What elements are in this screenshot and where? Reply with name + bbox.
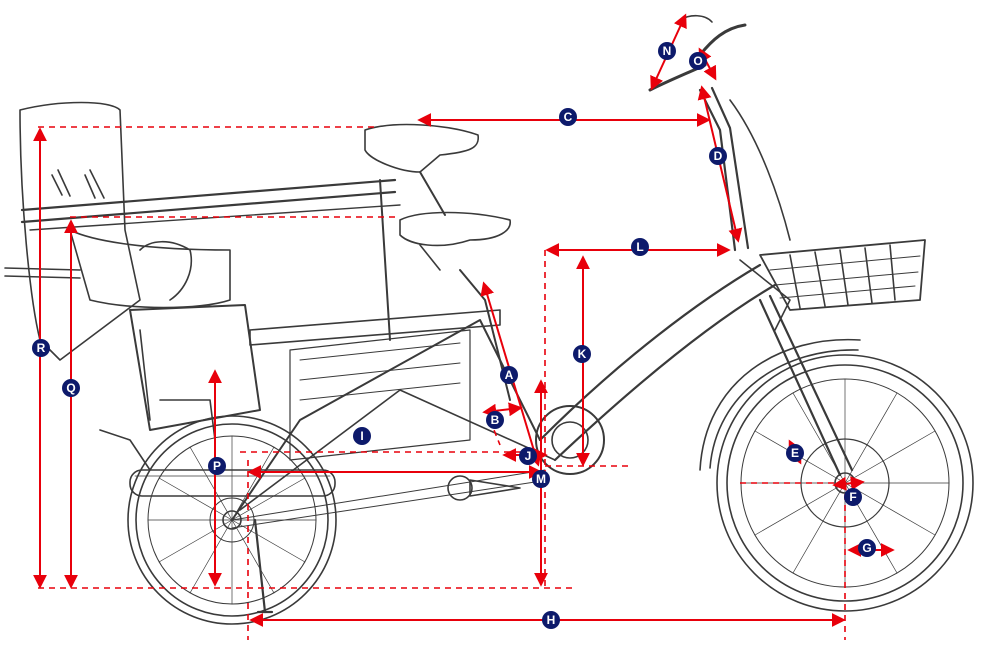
svg-text:R: R: [37, 341, 46, 355]
svg-text:G: G: [862, 541, 871, 555]
badge-d: D: [709, 147, 727, 165]
measure-line-b: [482, 402, 523, 418]
svg-text:C: C: [564, 110, 573, 124]
badge-f: F: [844, 488, 862, 506]
badge-p: P: [208, 457, 226, 475]
bike-sketch: [4, 14, 974, 625]
badge-l: L: [631, 238, 649, 256]
svg-text:B: B: [491, 413, 500, 427]
svg-text:O: O: [693, 54, 702, 68]
badge-g: G: [858, 539, 876, 557]
svg-text:Q: Q: [66, 381, 75, 395]
svg-text:H: H: [547, 613, 556, 627]
svg-text:J: J: [525, 449, 532, 463]
badge-a: A: [500, 366, 518, 384]
svg-text:A: A: [505, 368, 514, 382]
badge-j: J: [519, 447, 537, 465]
child-seat: [4, 101, 261, 471]
badge-h: H: [542, 611, 560, 629]
badge-i: I: [353, 427, 371, 445]
measure-line-f: [832, 476, 865, 491]
badge-k: K: [573, 345, 591, 363]
svg-text:P: P: [213, 459, 221, 473]
svg-text:K: K: [578, 347, 587, 361]
badge-b: B: [486, 411, 504, 429]
svg-text:D: D: [714, 149, 723, 163]
badge-c: C: [559, 108, 577, 126]
measurement-badges: A B C D E F G H I J K L: [32, 42, 876, 629]
front-basket: [759, 239, 926, 311]
badge-e: E: [786, 444, 804, 462]
badge-m: M: [532, 470, 550, 488]
rear-wheel: [127, 415, 337, 625]
svg-text:I: I: [360, 429, 363, 443]
svg-text:L: L: [636, 240, 643, 254]
front-wheel: [699, 338, 974, 612]
svg-text:N: N: [663, 44, 672, 58]
badge-r: R: [32, 339, 50, 357]
svg-text:F: F: [849, 490, 856, 504]
svg-text:M: M: [536, 472, 546, 486]
badge-q: Q: [62, 379, 80, 397]
svg-text:E: E: [791, 446, 799, 460]
badge-n: N: [658, 42, 676, 60]
badge-o: O: [689, 52, 707, 70]
